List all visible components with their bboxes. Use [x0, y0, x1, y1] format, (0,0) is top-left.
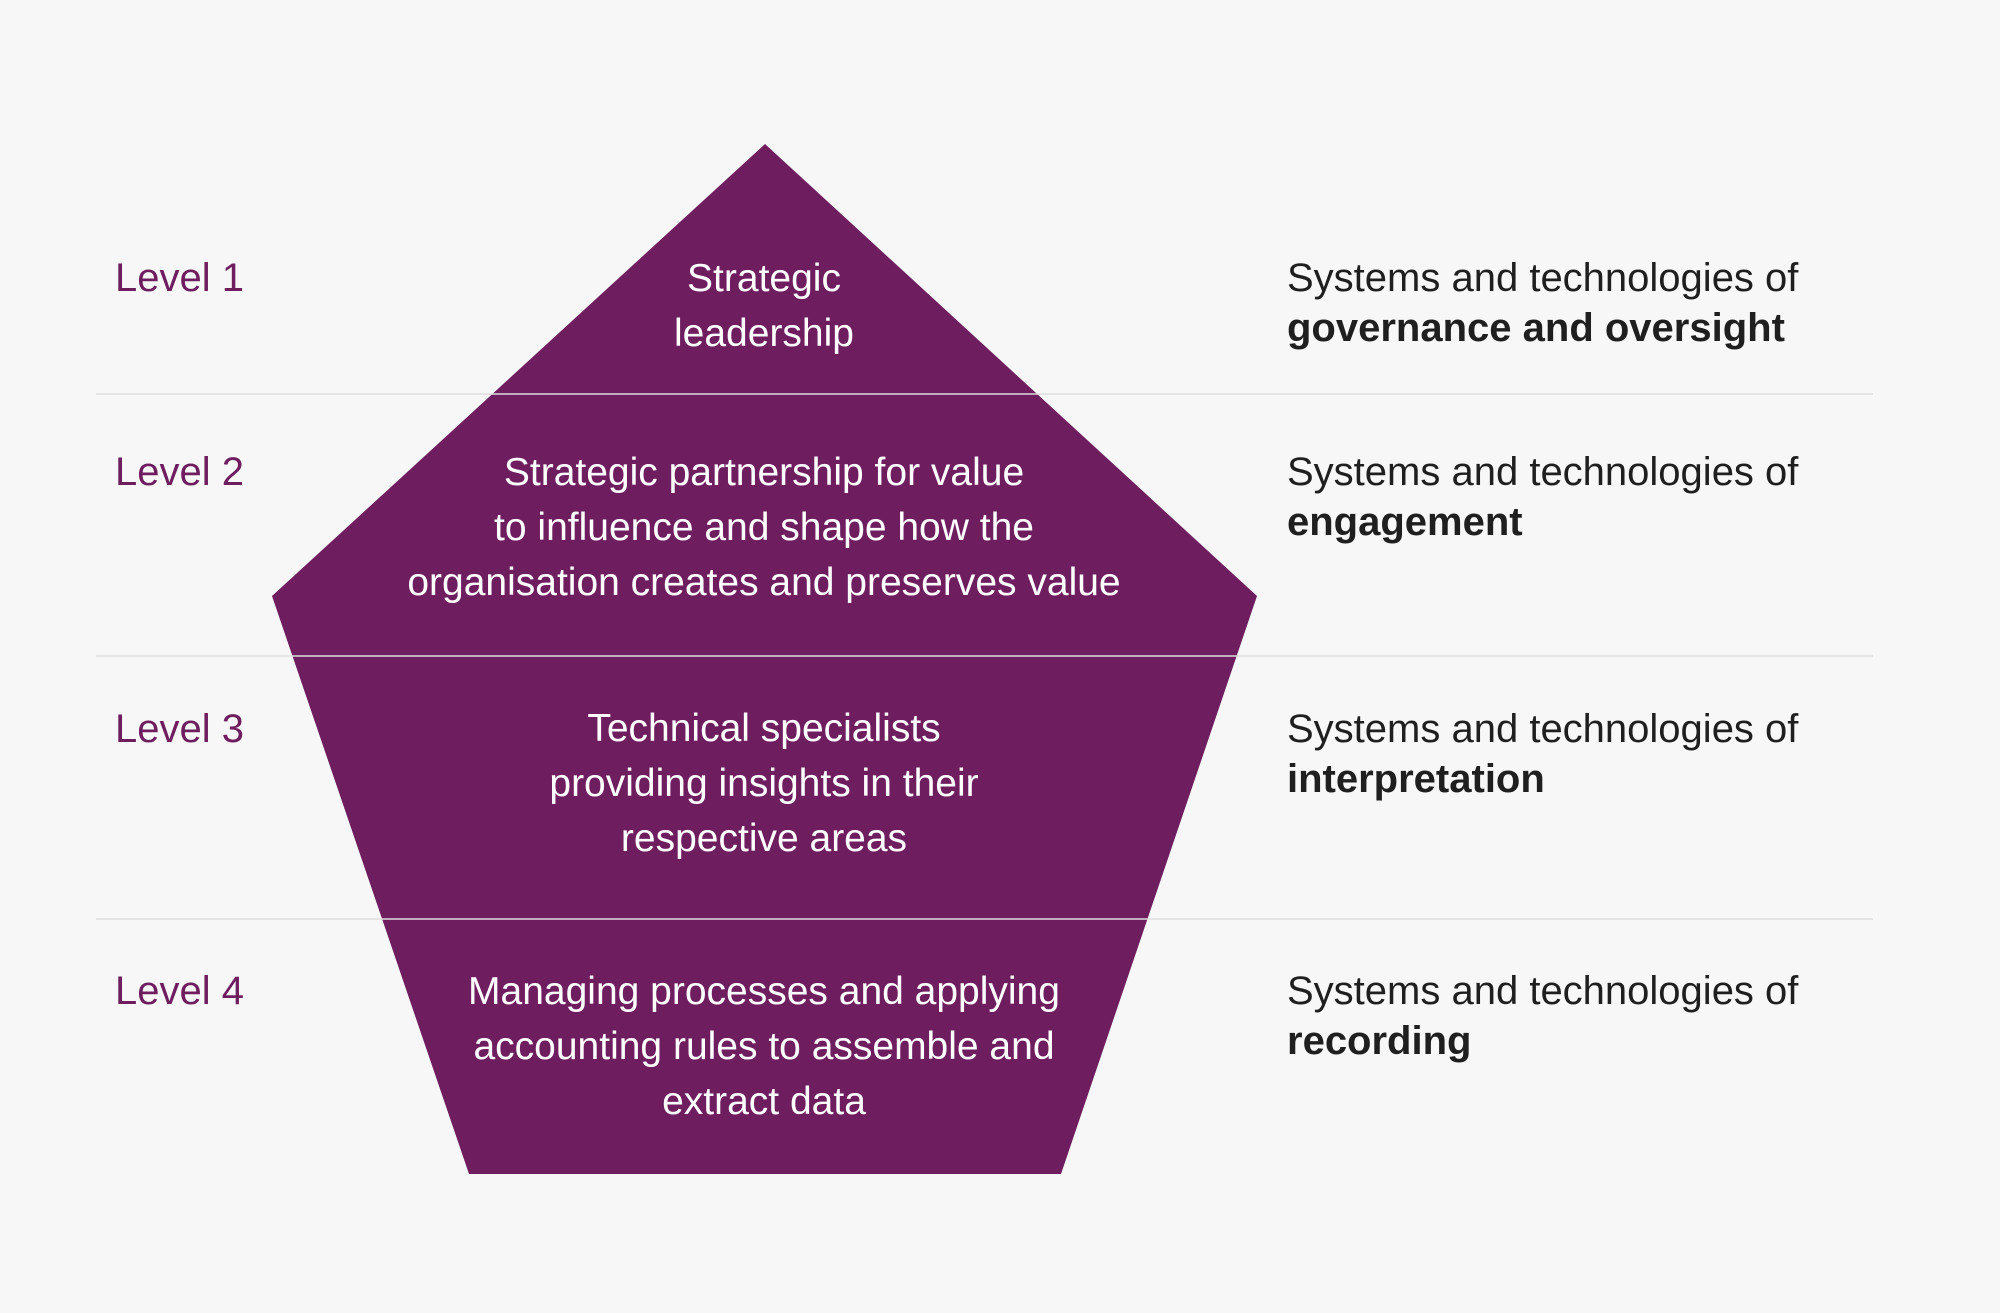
level-3-description: Technical specialists providing insights…	[264, 701, 1264, 866]
level-2-label: Level 2	[115, 450, 244, 494]
level-3-system: Systems and technologies of interpretati…	[1287, 704, 1967, 804]
level-2-description-line: Strategic partnership for value	[503, 451, 1025, 494]
system-focus: engagement	[1287, 500, 1523, 544]
level-3-description-line: respective areas	[620, 817, 908, 860]
level-1-description: Strategic leadership	[264, 251, 1264, 361]
system-focus: governance and oversight	[1287, 306, 1785, 350]
system-focus: recording	[1287, 1019, 1472, 1063]
level-3-description-line: providing insights in their	[549, 762, 979, 805]
level-1-system: Systems and technologies of governance a…	[1287, 253, 1967, 353]
level-4-description-line: accounting rules to assemble and	[473, 1025, 1055, 1068]
level-4-system: Systems and technologies of recording	[1287, 966, 1967, 1066]
level-3-description-line: Technical specialists	[587, 707, 941, 750]
system-prefix: Systems and technologies of	[1287, 707, 1799, 751]
pentagon-shape	[272, 144, 1257, 1174]
level-1-description-line: Strategic	[687, 257, 841, 300]
level-3-label: Level 3	[115, 707, 244, 751]
system-prefix: Systems and technologies of	[1287, 450, 1799, 494]
level-4-description-line: Managing processes and applying	[468, 970, 1060, 1013]
level-2-description: Strategic partnership for value to influ…	[264, 445, 1264, 610]
level-4-label: Level 4	[115, 969, 244, 1013]
level-2-system: Systems and technologies of engagement	[1287, 447, 1967, 547]
level-1-description-line: leadership	[674, 312, 854, 355]
level-4-description: Managing processes and applying accounti…	[264, 964, 1264, 1129]
system-prefix: Systems and technologies of	[1287, 969, 1799, 1013]
level-4-description-line: extract data	[662, 1080, 866, 1123]
level-2-description-line: organisation creates and preserves value	[407, 561, 1121, 604]
system-prefix: Systems and technologies of	[1287, 256, 1799, 300]
level-2-description-line: to influence and shape how the	[494, 506, 1034, 549]
system-focus: interpretation	[1287, 757, 1545, 801]
level-1-label: Level 1	[115, 256, 244, 300]
